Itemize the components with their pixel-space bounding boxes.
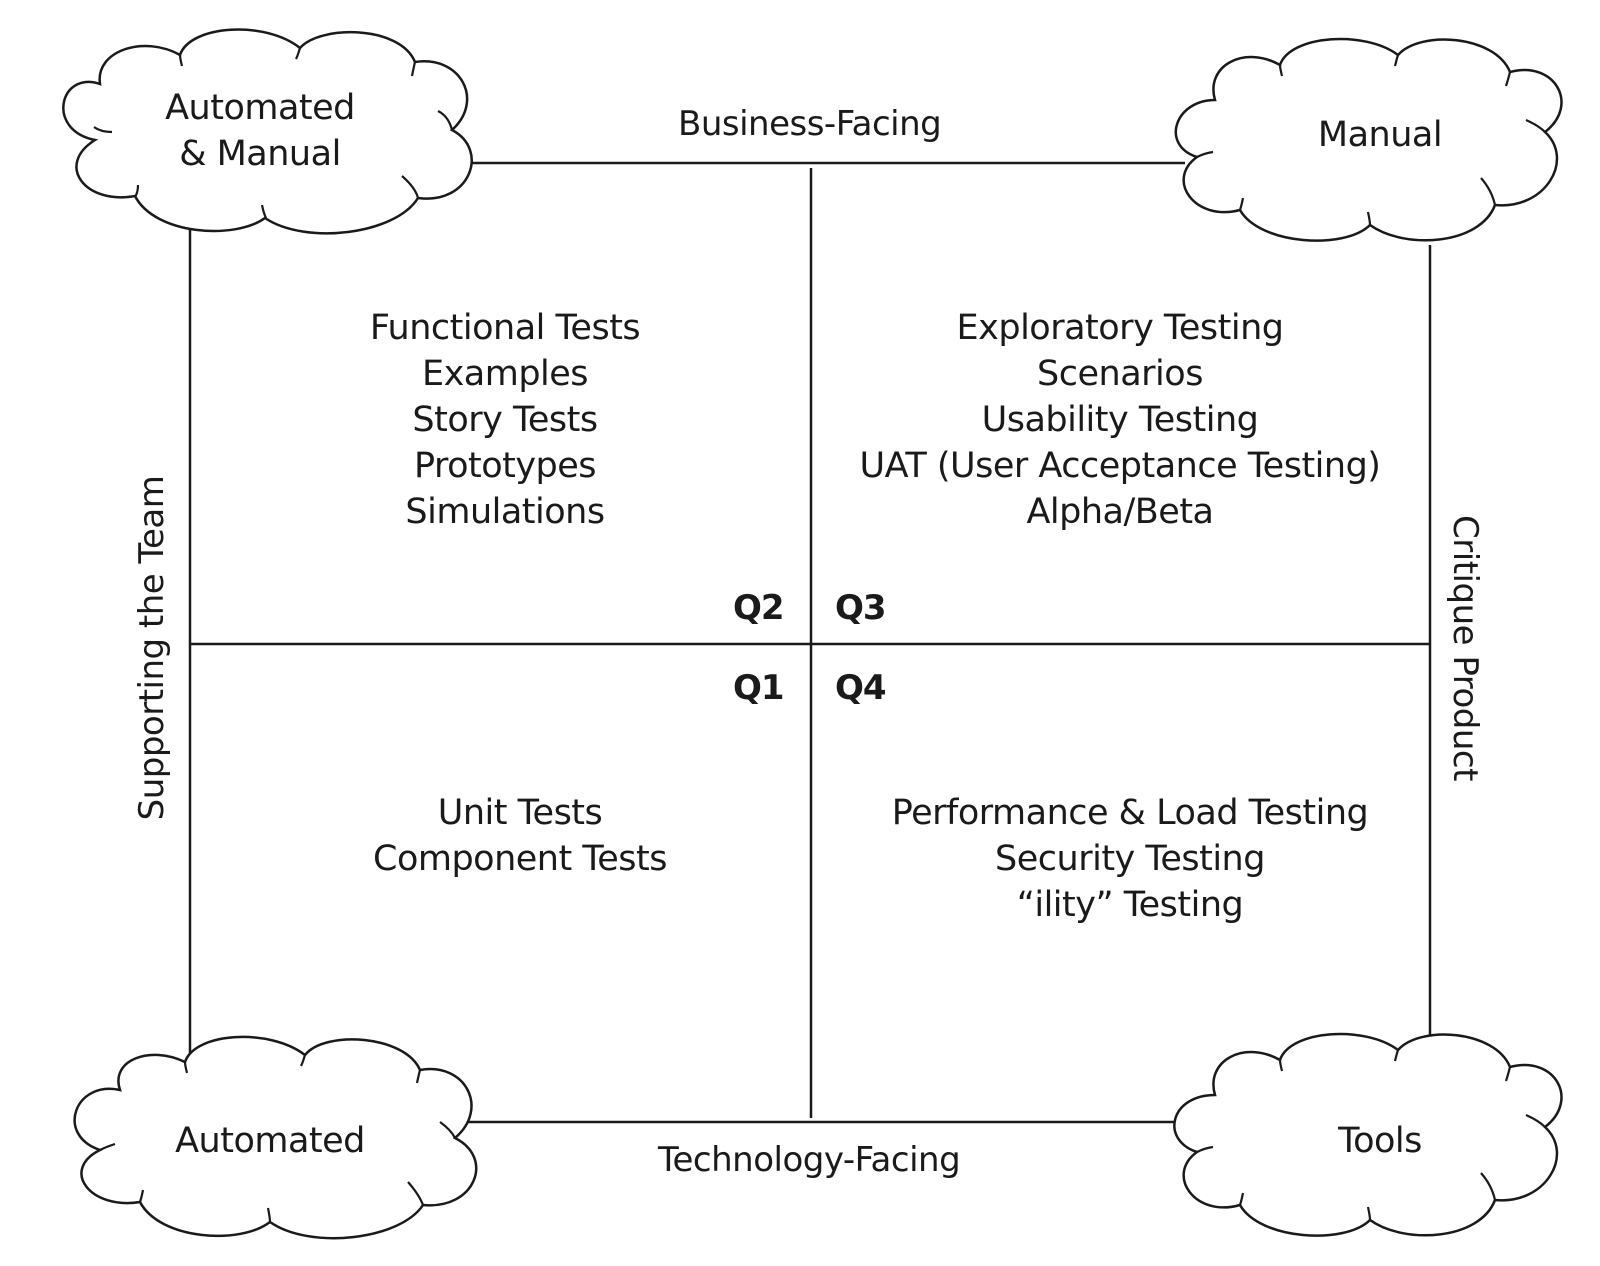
list-item: Story Tests: [412, 400, 598, 440]
cloud-label-top-right: Manual: [1290, 112, 1470, 158]
list-item: Simulations: [405, 492, 605, 532]
list-item: Scenarios: [1037, 354, 1203, 394]
quadrant-label-q1: Q1: [733, 668, 785, 708]
cloud-label-line: Manual: [1317, 115, 1443, 155]
quadrant-q3-list: Exploratory Testing Scenarios Usability …: [830, 305, 1410, 535]
list-item: Unit Tests: [437, 793, 603, 833]
axis-label-left: Supporting the Team: [132, 475, 172, 821]
quadrant-label-q2: Q2: [733, 588, 785, 628]
quadrant-label-q3: Q3: [835, 588, 887, 628]
quadrant-q2-list: Functional Tests Examples Story Tests Pr…: [290, 305, 720, 535]
cloud-bottom-left: [73, 1035, 478, 1240]
cloud-label-top-left: Automated & Manual: [150, 85, 370, 177]
list-item: Functional Tests: [369, 308, 641, 348]
list-item: Usability Testing: [981, 400, 1259, 440]
list-item: “ility” Testing: [1016, 885, 1244, 925]
cloud-label-line: & Manual: [179, 134, 341, 174]
quadrant-q1-list: Unit Tests Component Tests: [300, 790, 740, 882]
quadrant-q4-list: Performance & Load Testing Security Test…: [860, 790, 1400, 928]
quadrant-label-q4: Q4: [835, 668, 887, 708]
list-item: Exploratory Testing: [956, 308, 1284, 348]
list-item: UAT (User Acceptance Testing): [859, 446, 1381, 486]
cloud-label-line: Automated: [175, 1121, 365, 1161]
cloud-top-left: [62, 28, 473, 235]
axis-label-bottom: Technology-Facing: [658, 1140, 961, 1180]
cloud-bottom-right: [1173, 1032, 1563, 1237]
cloud-label-bottom-right: Tools: [1290, 1118, 1470, 1164]
cloud-label-line: Automated: [165, 88, 355, 128]
list-item: Examples: [421, 354, 589, 394]
list-item: Component Tests: [373, 839, 667, 879]
axis-label-top: Business-Facing: [678, 104, 942, 144]
list-item: Performance & Load Testing: [891, 793, 1369, 833]
axis-label-right: Critique Product: [1445, 515, 1485, 781]
list-item: Alpha/Beta: [1026, 492, 1214, 532]
list-item: Security Testing: [995, 839, 1265, 879]
cloud-label-bottom-left: Automated: [160, 1118, 380, 1164]
cloud-label-line: Tools: [1338, 1121, 1422, 1161]
list-item: Prototypes: [413, 446, 597, 486]
cloud-top-right: [1174, 37, 1563, 242]
